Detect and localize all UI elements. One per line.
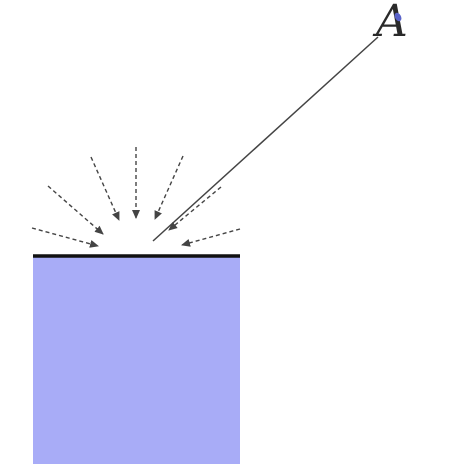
- incident-ray-right-high: [154, 155, 184, 220]
- viewing-ray: [152, 36, 379, 242]
- point-a-label: A: [372, 0, 408, 47]
- material-block: [33, 256, 240, 464]
- incident-ray-right-low: [181, 228, 241, 247]
- incident-ray-left-high: [90, 156, 120, 221]
- incident-ray-left-low: [31, 227, 99, 248]
- incident-rays: [31, 147, 241, 248]
- incident-ray-left-mid: [47, 185, 104, 235]
- eye-mark: [394, 12, 402, 22]
- incident-ray-right-mid: [168, 186, 222, 231]
